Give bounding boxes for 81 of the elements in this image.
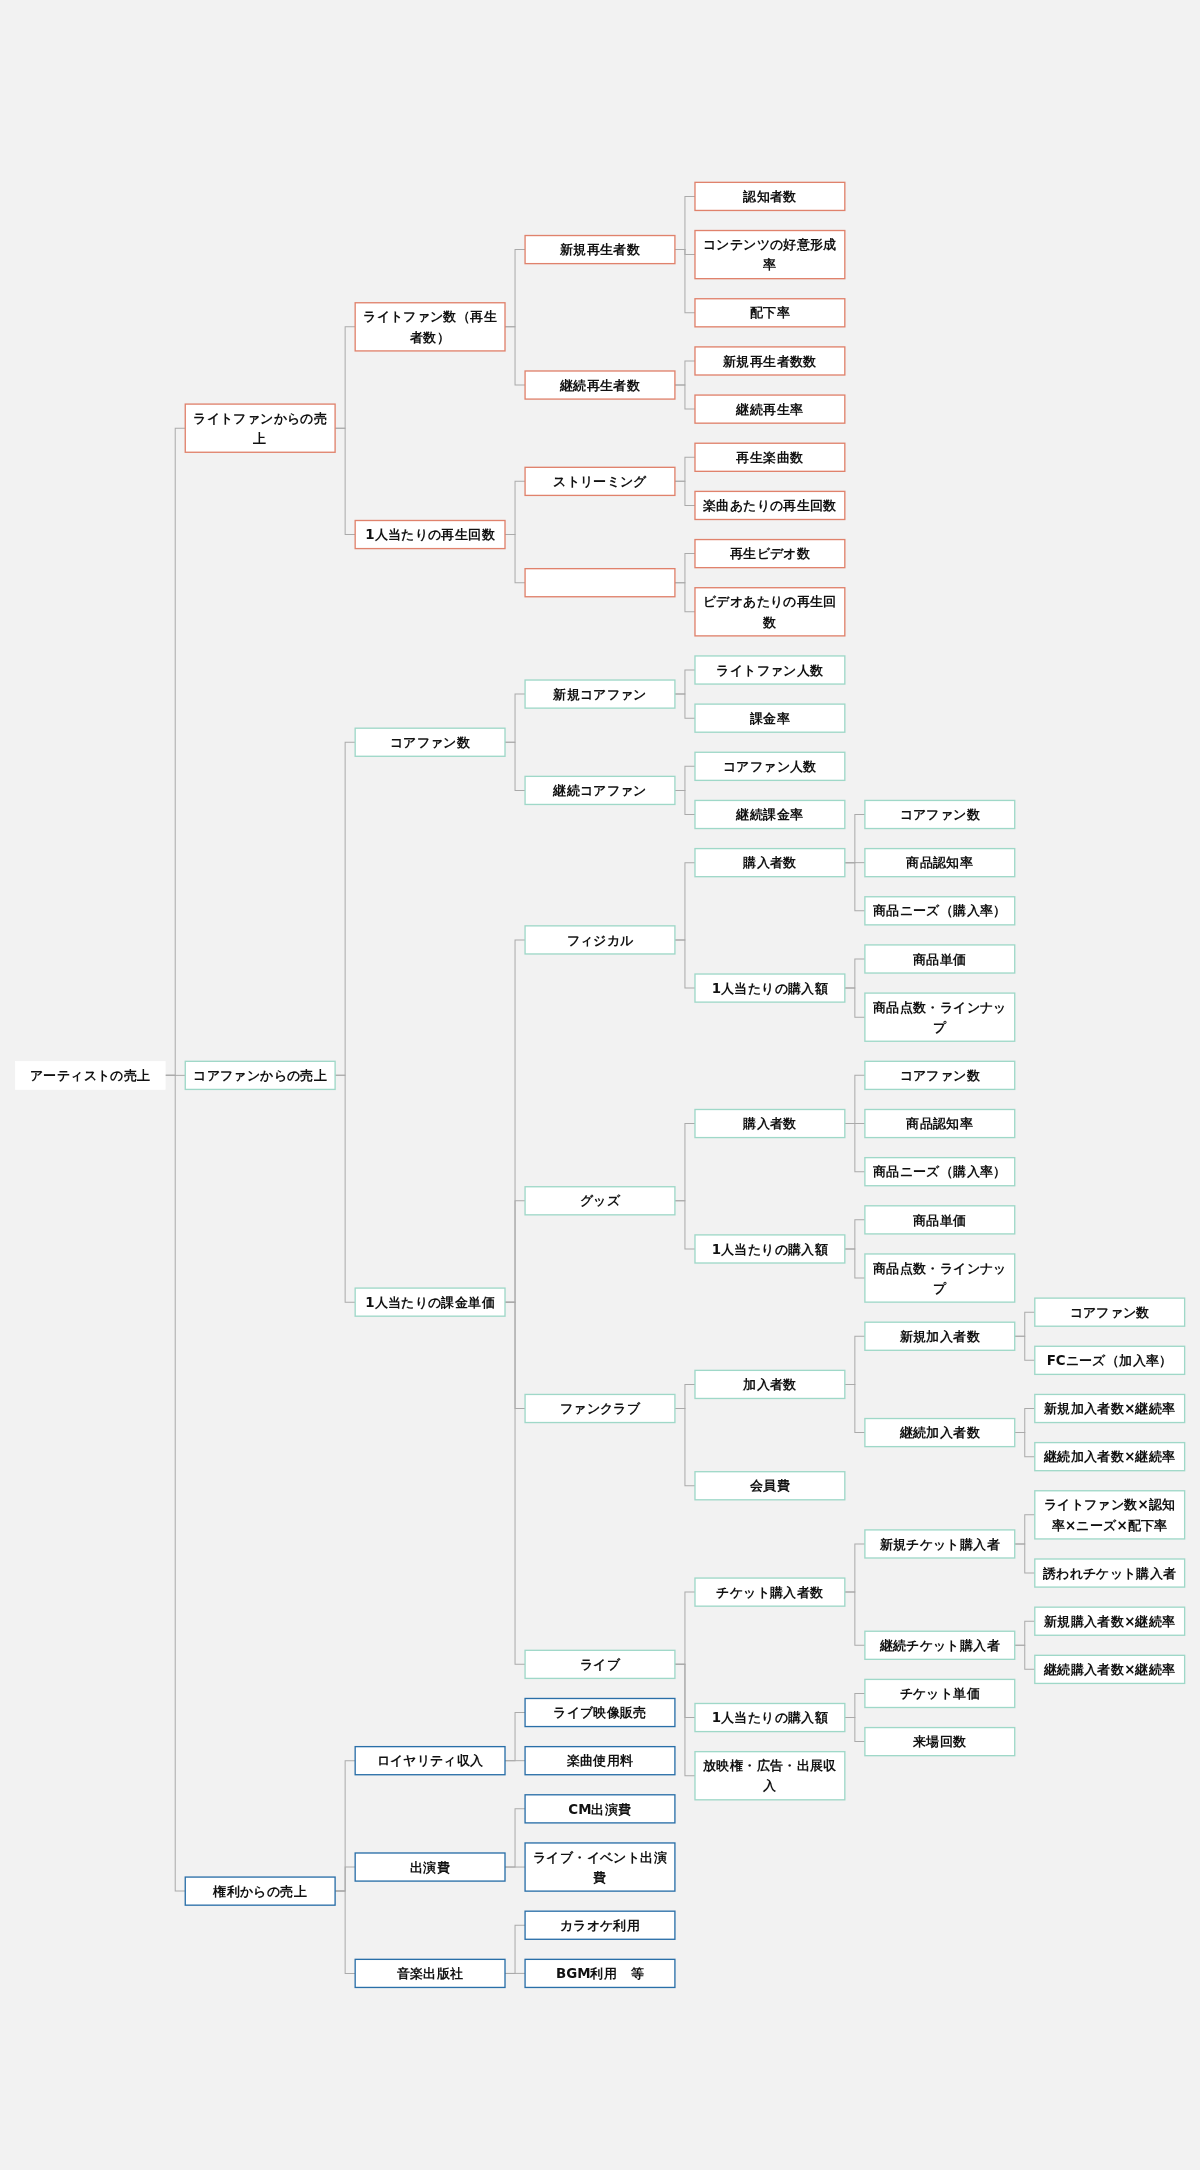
node-box: 再生ビデオ数 [694, 539, 846, 569]
connector [164, 1074, 186, 1892]
node-box: コアファン数 [864, 1060, 1016, 1091]
node-box: CM出演費 [524, 1794, 676, 1824]
node-box: 1人当たりの購入額 [694, 973, 846, 1003]
node-box: 1人当たりの購入額 [694, 1234, 846, 1264]
node-box: コアファン数 [354, 727, 506, 758]
node-box: ライブ [524, 1649, 676, 1680]
node-box: 継続加入者数×継続率 [1034, 1442, 1186, 1472]
node-box: コアファン数 [864, 799, 1016, 830]
connector [844, 1123, 866, 1173]
node-box: 新規加入者数×継続率 [1034, 1393, 1186, 1424]
node-box: コアファンからの売上 [184, 1060, 336, 1091]
connector [844, 1717, 866, 1743]
node-box: 音楽出版社 [354, 1958, 506, 1989]
node-box: カラオケ利用 [524, 1910, 676, 1941]
node-box: 商品ニーズ（購入率） [864, 896, 1016, 926]
node-box: ライブ・イベント出演費 [524, 1842, 676, 1892]
node-box: ライブ映像販売 [524, 1697, 676, 1728]
node-box: 楽曲あたりの再生回数 [694, 490, 846, 521]
node-box: 放映権・広告・出展収入 [694, 1751, 846, 1801]
node-box: 商品認知率 [864, 848, 1016, 878]
connector [674, 790, 696, 816]
node-box: 課金率 [694, 703, 846, 733]
node-box: 継続チケット購入者 [864, 1630, 1016, 1661]
node-box: コアファン人数 [694, 751, 846, 782]
node-box: 新規再生者数 [524, 234, 676, 265]
node-box: 来場回数 [864, 1727, 1016, 1757]
connector [844, 1384, 866, 1434]
node-box: 商品ニーズ（購入率） [864, 1157, 1016, 1187]
node-box: BGM利用 等 [524, 1958, 676, 1989]
node-box: チケット単価 [864, 1678, 1016, 1709]
node-box: 継続再生率 [694, 394, 846, 424]
node-box: 継続コアファン [524, 775, 676, 806]
node-box: グッズ [524, 1186, 676, 1216]
node-box: 商品単価 [864, 1205, 1016, 1235]
node-box: 継続購入者数×継続率 [1034, 1654, 1186, 1685]
node-box: ライトファン数（再生者数） [354, 302, 506, 352]
node-box: 再生楽曲数 [694, 442, 846, 473]
node-box: 会員費 [694, 1471, 846, 1501]
node-box: 新規加入者数 [864, 1321, 1016, 1352]
node-box: 配下率 [694, 298, 846, 328]
node-box: 出演費 [354, 1852, 506, 1882]
node-box: 1人当たりの再生回数 [354, 519, 506, 550]
node-box: 商品認知率 [864, 1108, 1016, 1139]
node-box: ビデオあたりの再生回数 [694, 587, 846, 637]
node-box: フィジカル [524, 925, 676, 955]
node-box: 楽曲使用料 [524, 1746, 676, 1776]
node-box: コアファン数 [1034, 1297, 1186, 1327]
node-box [524, 568, 676, 598]
node-box: 権利からの売上 [184, 1876, 336, 1906]
connector [1014, 1432, 1036, 1458]
node-box: 加入者数 [694, 1369, 846, 1400]
node-box: チケット購入者数 [694, 1577, 846, 1607]
node-box: ライトファンからの売上 [184, 403, 336, 454]
node-box: 商品点数・ラインナップ [864, 1253, 1016, 1303]
node-box: 購入者数 [694, 1108, 846, 1139]
node-box: 継続再生者数 [524, 370, 676, 400]
node-box: 商品点数・ラインナップ [864, 992, 1016, 1042]
node-box: ロイヤリティ収入 [354, 1746, 506, 1776]
node-box: 新規チケット購入者 [864, 1529, 1016, 1559]
node-box: 認知者数 [694, 181, 846, 212]
node-box: 継続課金率 [694, 799, 846, 830]
node-box: コンテンツの好意形成率 [694, 229, 846, 280]
connector [674, 249, 696, 314]
node-box: 商品単価 [864, 944, 1016, 974]
node-box: 1人当たりの課金単価 [354, 1287, 506, 1317]
node-box: ファンクラブ [524, 1393, 676, 1424]
node-box: 新規購入者数×継続率 [1034, 1606, 1186, 1636]
node-box: ストリーミング [524, 466, 676, 497]
node-box: 誘われチケット購入者 [1034, 1558, 1186, 1588]
connector [674, 1408, 696, 1487]
node-box: 新規コアファン [524, 679, 676, 709]
node-box: 新規再生者数数 [694, 346, 846, 376]
node-box: FCニーズ（加入率） [1034, 1345, 1186, 1376]
node-box: ライトファン数×認知率×ニーズ×配下率 [1034, 1490, 1186, 1540]
node-box: 1人当たりの購入額 [694, 1702, 846, 1733]
node-box: ライトファン人数 [694, 655, 846, 685]
node-box: 購入者数 [694, 848, 846, 878]
node-box: 継続加入者数 [864, 1417, 1016, 1448]
node-box: アーティストの売上 [15, 1061, 166, 1090]
